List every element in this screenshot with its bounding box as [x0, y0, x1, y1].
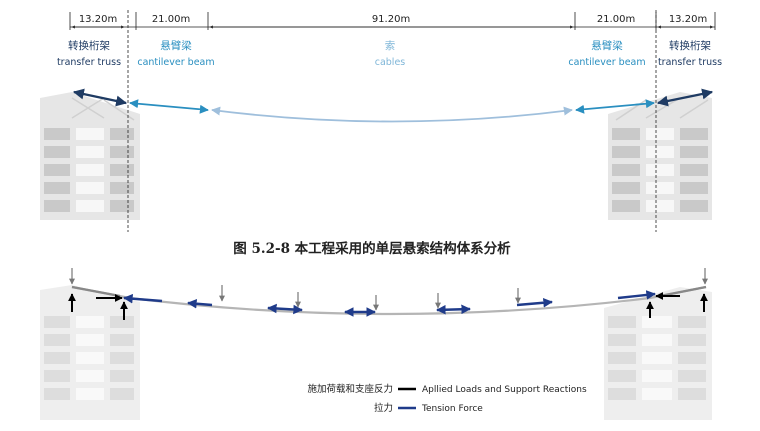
cable-arrow — [211, 106, 573, 123]
dim-left-truss: 13.20m — [79, 14, 117, 25]
component-labels: 转换桁架 transfer truss 悬臂梁 cantilever beam … — [57, 39, 722, 68]
left-building-top — [40, 92, 140, 220]
label-left-truss-zh: 转换桁架 — [68, 39, 110, 52]
legend-loads-zh: 施加荷载和支座反力 — [307, 383, 393, 395]
right-truss-arrow — [656, 88, 714, 107]
left-truss-arrow — [72, 88, 128, 107]
tension-arrow — [516, 297, 553, 308]
legend: 施加荷载和支座反力 Apllied Loads and Support Reac… — [307, 383, 586, 414]
figure-caption: 图 5.2-8 本工程采用的单层悬索结构体系分析 — [233, 240, 511, 257]
dim-cables: 91.20m — [372, 14, 410, 25]
legend-loads-en: Apllied Loads and Support Reactions — [422, 385, 587, 395]
applied-loads — [69, 268, 708, 311]
structure-line — [71, 285, 707, 316]
label-left-cantilever-en: cantilever beam — [137, 57, 214, 68]
legend-tension-en: Tension Force — [421, 404, 483, 414]
left-cantilever-arrow — [129, 99, 209, 114]
dim-right-cantilever: 21.00m — [597, 14, 635, 25]
tension-arrow — [187, 298, 213, 309]
dim-right-truss: 13.20m — [669, 14, 707, 25]
right-truss-line — [659, 285, 707, 298]
right-building-bottom — [604, 287, 712, 420]
structure-members-bottom — [71, 285, 707, 316]
tension-arrow — [123, 293, 163, 304]
left-building-bottom — [40, 285, 140, 420]
left-truss-line — [71, 285, 121, 298]
tension-arrow — [267, 303, 303, 315]
tension-arrow — [436, 304, 471, 315]
label-cables-en: cables — [375, 57, 406, 68]
label-left-cantilever-zh: 悬臂梁 — [160, 39, 192, 52]
label-right-cantilever-zh: 悬臂梁 — [591, 39, 623, 52]
tension-arrow — [617, 290, 656, 300]
tension-forces — [123, 290, 656, 317]
dimension-bar: 13.20m 21.00m 91.20m 21.00m 13.20m — [69, 12, 716, 30]
legend-tension-zh: 拉力 — [374, 402, 393, 414]
support-reactions — [68, 292, 708, 320]
structure-members-top — [72, 88, 714, 123]
dim-left-cantilever: 21.00m — [152, 14, 190, 25]
label-cables-zh: 索 — [385, 39, 396, 52]
label-left-truss-en: transfer truss — [57, 57, 121, 68]
label-right-truss-en: transfer truss — [658, 57, 722, 68]
label-right-cantilever-en: cantilever beam — [568, 57, 645, 68]
right-building-top — [608, 92, 712, 220]
label-right-truss-zh: 转换桁架 — [669, 39, 711, 52]
right-cantilever-arrow — [575, 99, 655, 114]
